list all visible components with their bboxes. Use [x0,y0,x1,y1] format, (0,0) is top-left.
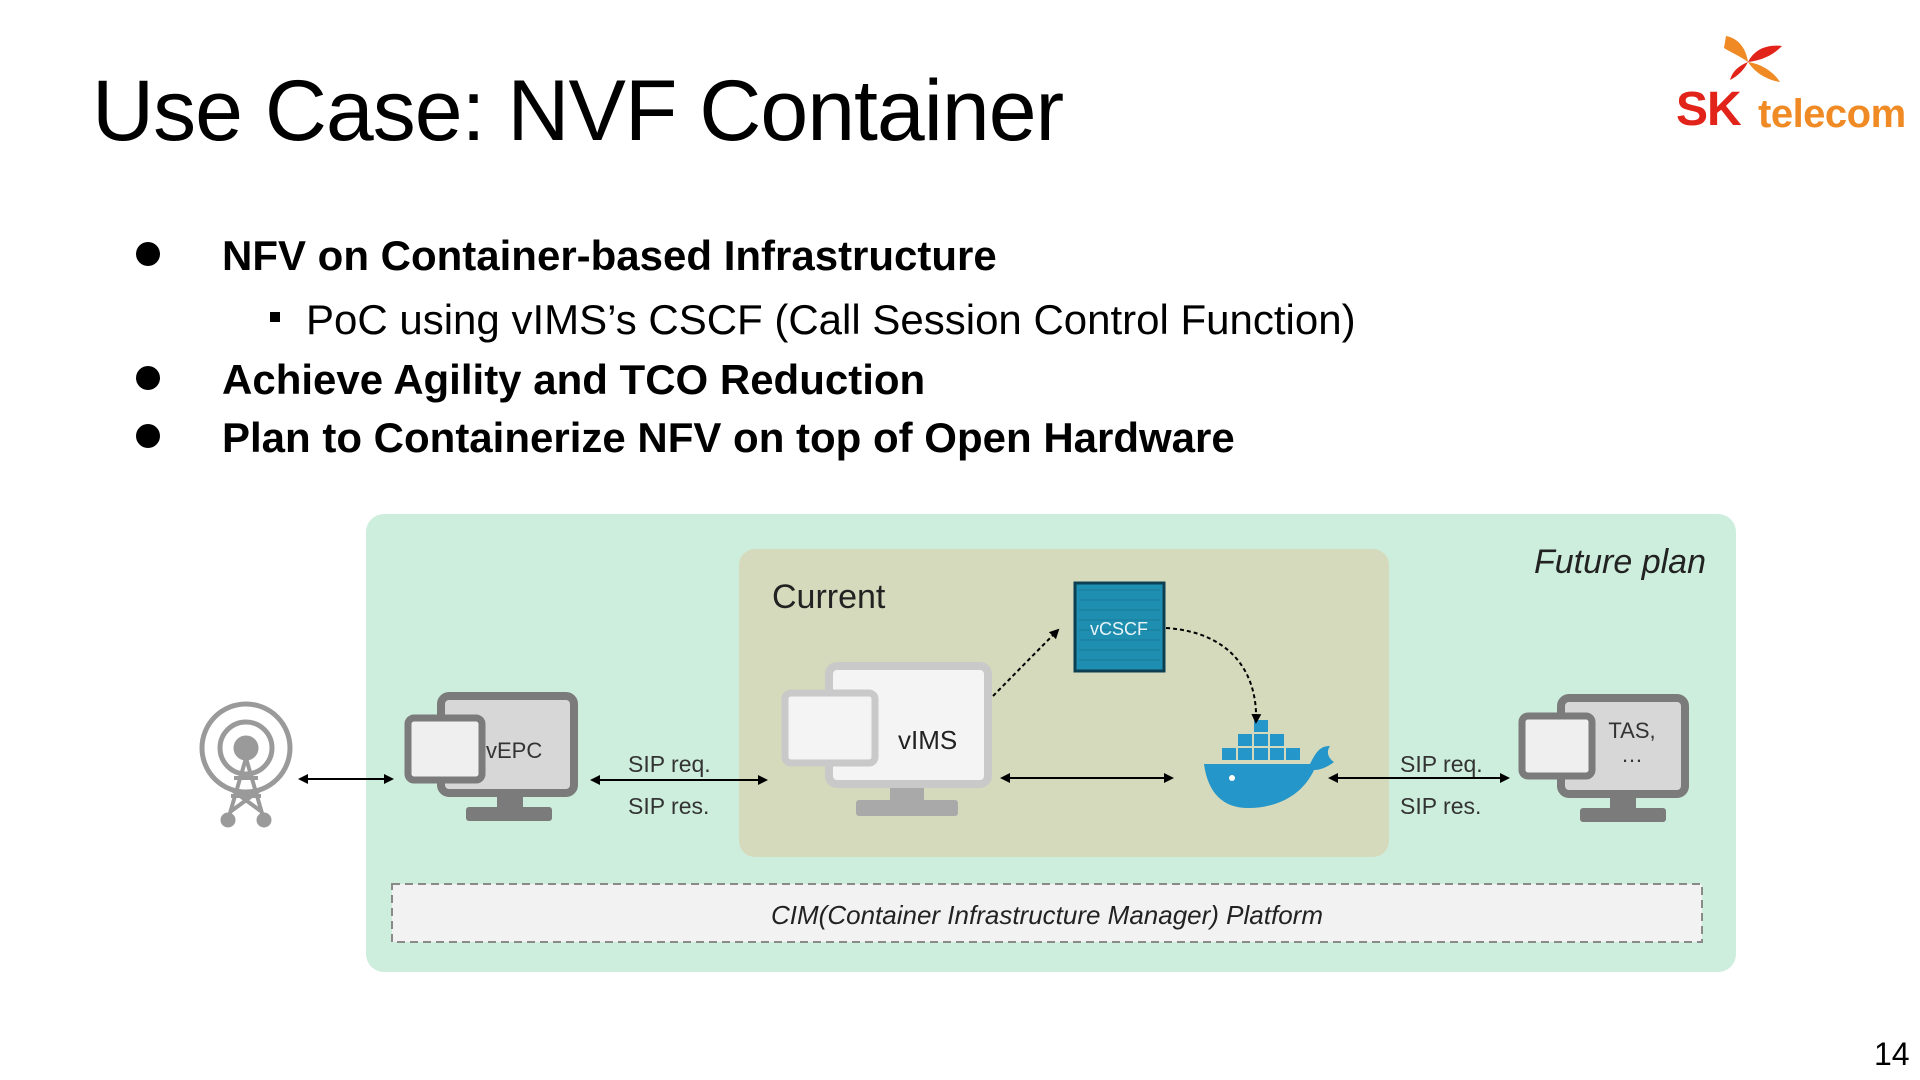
left-sip-res-label: SIP res. [628,793,709,819]
vepc-label: vEPC [486,738,542,763]
right-sip-res-label: SIP res. [1400,793,1481,819]
vims-label: vIMS [898,725,957,755]
bullet-dot-icon [136,242,160,266]
cim-platform-box [391,883,1703,943]
future-plan-label: Future plan [1534,543,1706,581]
current-label: Current [772,578,886,616]
page-number: 14 [1874,1036,1910,1072]
vcscf-label: vCSCF [1090,619,1148,639]
bullet-text: Achieve Agility and TCO Reduction [222,356,926,403]
bullet-dot-icon [136,366,160,390]
tas-monitor-icon [1518,694,1689,822]
bullet-text: Plan to Containerize NFV on top of Open … [222,414,1235,461]
butterfly-logo-icon [1724,36,1782,82]
right-sip-req-label: SIP req. [1400,751,1483,777]
vepc-monitor-icon [404,692,578,821]
cell-tower-icon [199,701,293,828]
left-sip-req-label: SIP req. [628,751,711,777]
vims-vcscf-dotted-arrow [992,628,1060,697]
tas-label-line1: TAS, [1608,718,1655,743]
logo-telecom-text: telecom [1758,92,1906,136]
cim-platform-label: CIM(Container Infrastructure Manager) Pl… [771,900,1323,930]
slide-title: Use Case: NVF Container [92,63,1064,159]
vcscf-box [1073,581,1166,673]
bullet-dot-icon [136,424,160,448]
bullet-text: NFV on Container-based Infrastructure [222,232,997,279]
tas-label-line2: … [1621,742,1643,767]
vims-monitor-icon [781,662,992,816]
sub-bullet-text: PoC using vIMS’s CSCF (Call Session Cont… [306,296,1356,343]
sk-telecom-logo: SK telecom [1676,34,1908,144]
vcscf-docker-dotted-arrow [1165,627,1262,724]
logo-sk-text: SK [1676,83,1742,136]
sub-bullet-square-icon [270,312,280,322]
